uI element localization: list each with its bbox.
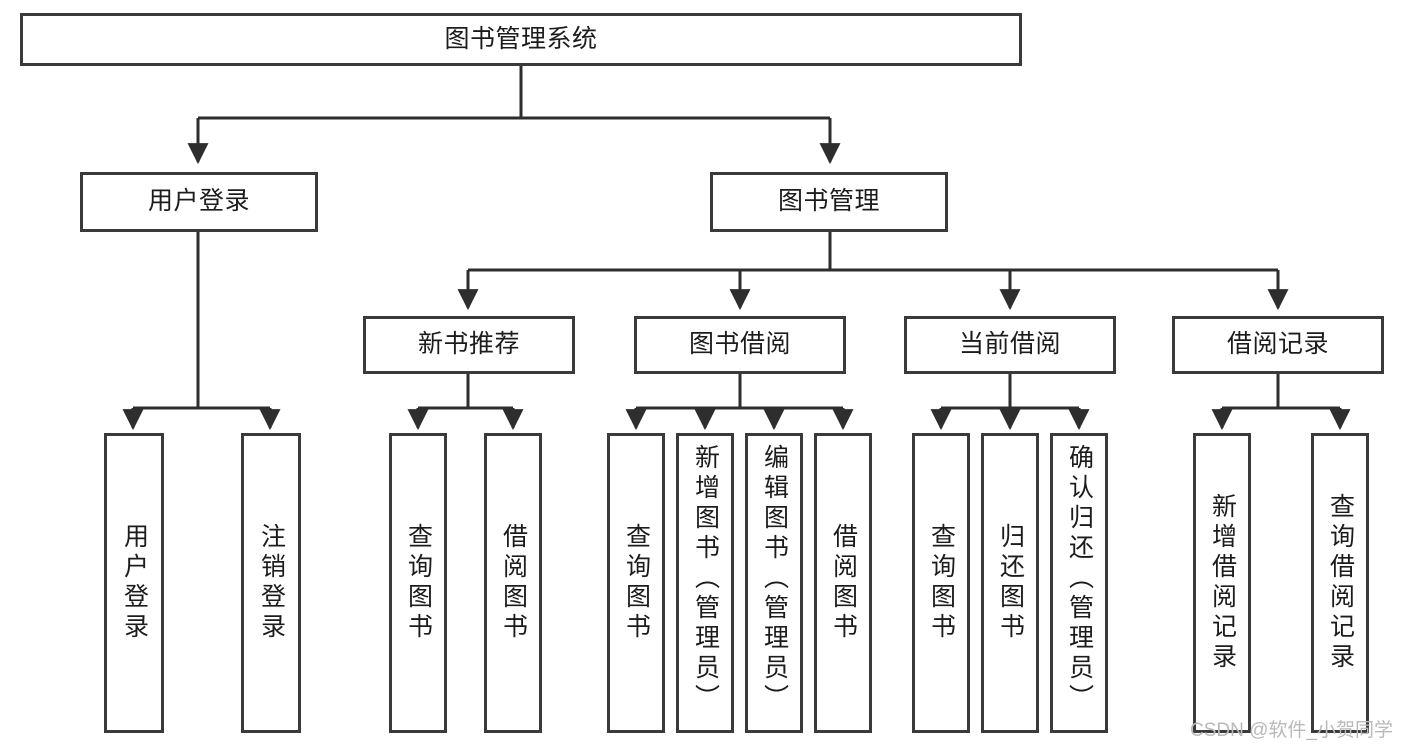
node-leaf-logout[interactable]: 注销登录 [241, 433, 301, 733]
node-book-manage[interactable]: 图书管理 [710, 172, 948, 232]
node-new-book-rec-label: 新书推荐 [417, 330, 520, 359]
node-leaf-query-book-1-label: 查询图书 [404, 523, 433, 643]
node-leaf-add-record-label: 新增借阅记录 [1208, 493, 1237, 673]
node-book-manage-label: 图书管理 [777, 187, 880, 216]
node-user-login[interactable]: 用户登录 [80, 172, 318, 232]
node-leaf-add-book[interactable]: 新增图书（管理员） [676, 433, 734, 733]
node-leaf-borrow-book-2-label: 借阅图书 [829, 523, 858, 643]
node-leaf-confirm-return[interactable]: 确认归还（管理员） [1050, 433, 1108, 733]
node-new-book-rec[interactable]: 新书推荐 [363, 316, 575, 374]
node-borrow-record-label: 借阅记录 [1226, 330, 1329, 359]
csdn-watermark: CSDN @软件_小贺同学 [1190, 720, 1393, 741]
node-current-borrow-label: 当前借阅 [958, 330, 1061, 359]
node-leaf-add-book-label: 新增图书（管理员） [691, 444, 720, 714]
node-user-login-label: 用户登录 [147, 187, 250, 216]
node-leaf-edit-book-label: 编辑图书（管理员） [760, 444, 789, 714]
node-leaf-add-record[interactable]: 新增借阅记录 [1193, 433, 1251, 733]
node-book-borrow-label: 图书借阅 [688, 330, 791, 359]
node-leaf-query-book-2-label: 查询图书 [622, 523, 651, 643]
node-current-borrow[interactable]: 当前借阅 [904, 316, 1116, 374]
node-leaf-return-book-label: 归还图书 [996, 523, 1025, 643]
node-book-borrow[interactable]: 图书借阅 [634, 316, 846, 374]
node-leaf-query-record-label: 查询借阅记录 [1326, 493, 1355, 673]
node-leaf-borrow-book-2[interactable]: 借阅图书 [814, 433, 872, 733]
node-leaf-query-record[interactable]: 查询借阅记录 [1311, 433, 1369, 733]
node-leaf-confirm-return-label: 确认归还（管理员） [1065, 444, 1094, 714]
node-leaf-user-login[interactable]: 用户登录 [104, 433, 164, 733]
node-leaf-logout-label: 注销登录 [257, 523, 286, 643]
node-leaf-query-book-3[interactable]: 查询图书 [912, 433, 970, 733]
node-borrow-record[interactable]: 借阅记录 [1172, 316, 1384, 374]
node-root-label: 图书管理系统 [444, 24, 598, 53]
node-leaf-return-book[interactable]: 归还图书 [981, 433, 1039, 733]
node-leaf-user-login-label: 用户登录 [120, 523, 149, 643]
node-leaf-query-book-2[interactable]: 查询图书 [607, 433, 665, 733]
node-leaf-borrow-book-1[interactable]: 借阅图书 [484, 433, 542, 733]
node-leaf-query-book-1[interactable]: 查询图书 [389, 433, 447, 733]
node-leaf-query-book-3-label: 查询图书 [927, 523, 956, 643]
node-leaf-borrow-book-1-label: 借阅图书 [499, 523, 528, 643]
node-root[interactable]: 图书管理系统 [20, 13, 1022, 66]
node-leaf-edit-book[interactable]: 编辑图书（管理员） [745, 433, 803, 733]
